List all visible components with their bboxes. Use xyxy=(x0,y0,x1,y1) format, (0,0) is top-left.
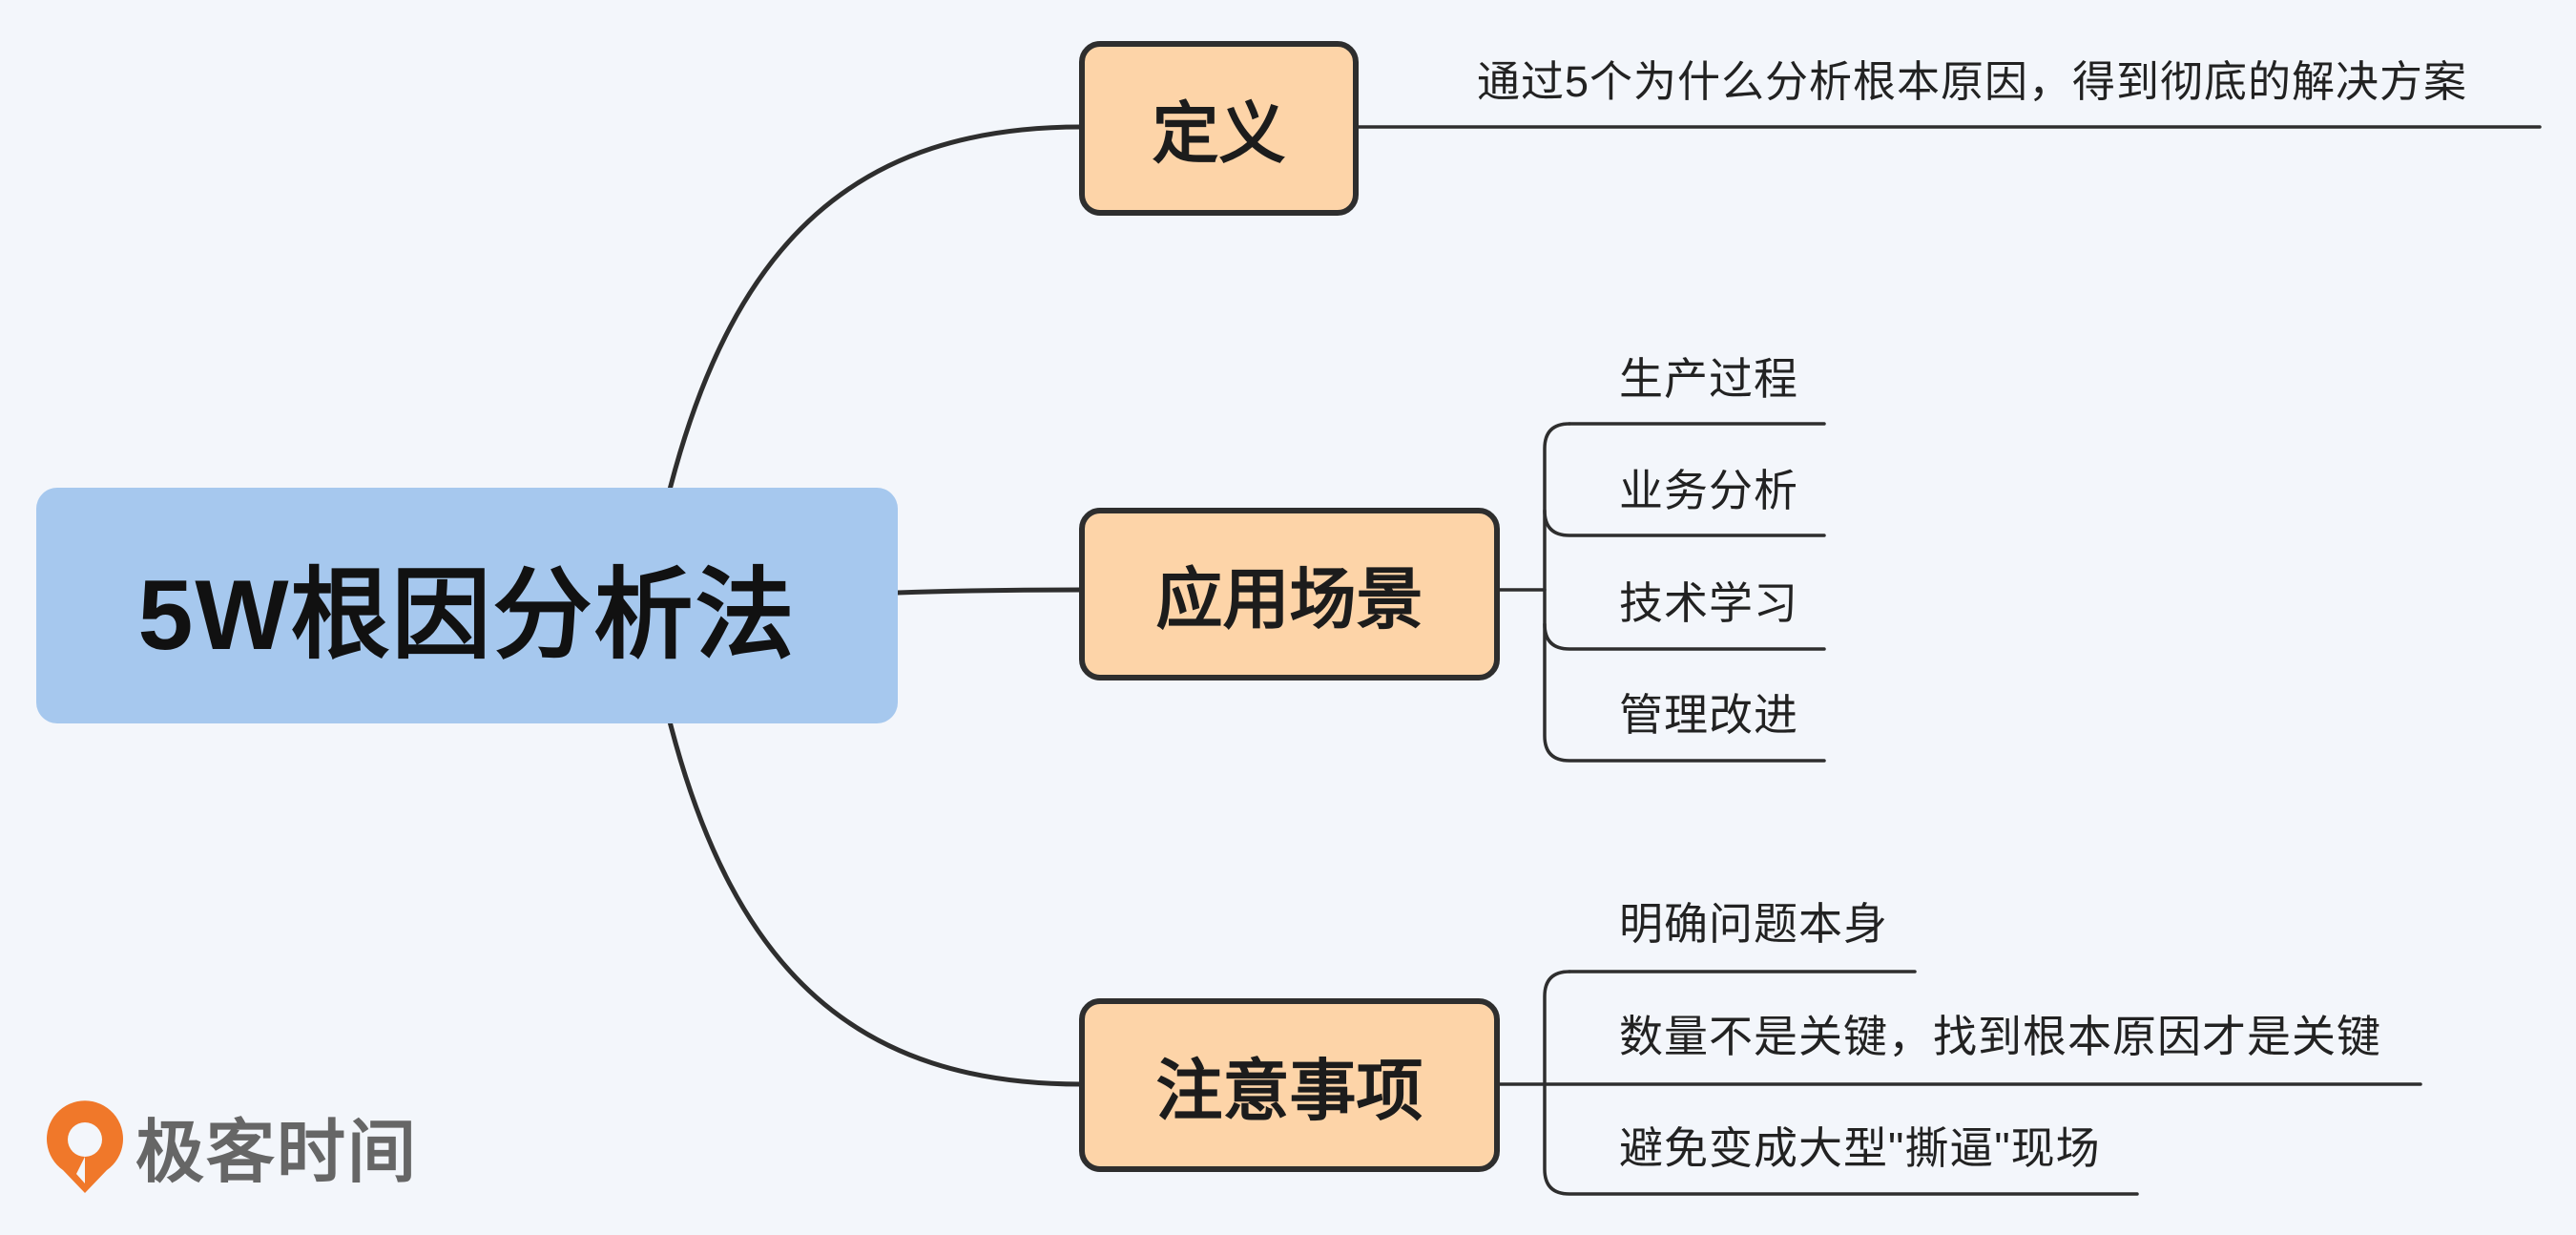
branch-node-notes: 注意事项 xyxy=(1079,998,1500,1172)
branch-label-definition: 定义 xyxy=(1152,96,1286,171)
scenario-underline-2 xyxy=(1543,509,1826,537)
connector-root-to-definition xyxy=(667,124,1084,492)
branch-label-scenarios: 应用场景 xyxy=(1155,562,1423,637)
scenario-item: 技术学习 xyxy=(1619,578,1798,628)
scenario-underline-3 xyxy=(1543,622,1826,651)
logo-text: 极客时间 xyxy=(135,1114,419,1191)
note-item: 避免变成大型"撕逼"现场 xyxy=(1619,1123,2101,1173)
root-node: 5W根因分析法 xyxy=(36,488,898,723)
note-item: 明确问题本身 xyxy=(1619,899,1888,949)
root-label: 5W根因分析法 xyxy=(137,560,797,671)
branch-label-notes: 注意事项 xyxy=(1155,1053,1423,1128)
geektime-logo-icon xyxy=(47,1100,123,1193)
scenario-item: 业务分析 xyxy=(1619,466,1798,515)
note-item: 数量不是关键，找到根本原因才是关键 xyxy=(1619,1012,2381,1061)
branch-node-definition: 定义 xyxy=(1079,41,1359,216)
definition-text: 通过5个为什么分析根本原因，得到彻底的解决方案 xyxy=(1477,57,2468,106)
connector-root-to-notes xyxy=(667,719,1084,1087)
branch-node-scenarios: 应用场景 xyxy=(1079,508,1500,680)
notes-bracket xyxy=(1543,970,2139,1196)
brand-logo: 极客时间 xyxy=(42,1096,418,1195)
scenario-item: 管理改进 xyxy=(1619,690,1798,740)
connector-root-to-scenarios xyxy=(895,587,1084,596)
scenario-item: 生产过程 xyxy=(1619,354,1798,404)
scenarios-bracket xyxy=(1543,422,1826,763)
